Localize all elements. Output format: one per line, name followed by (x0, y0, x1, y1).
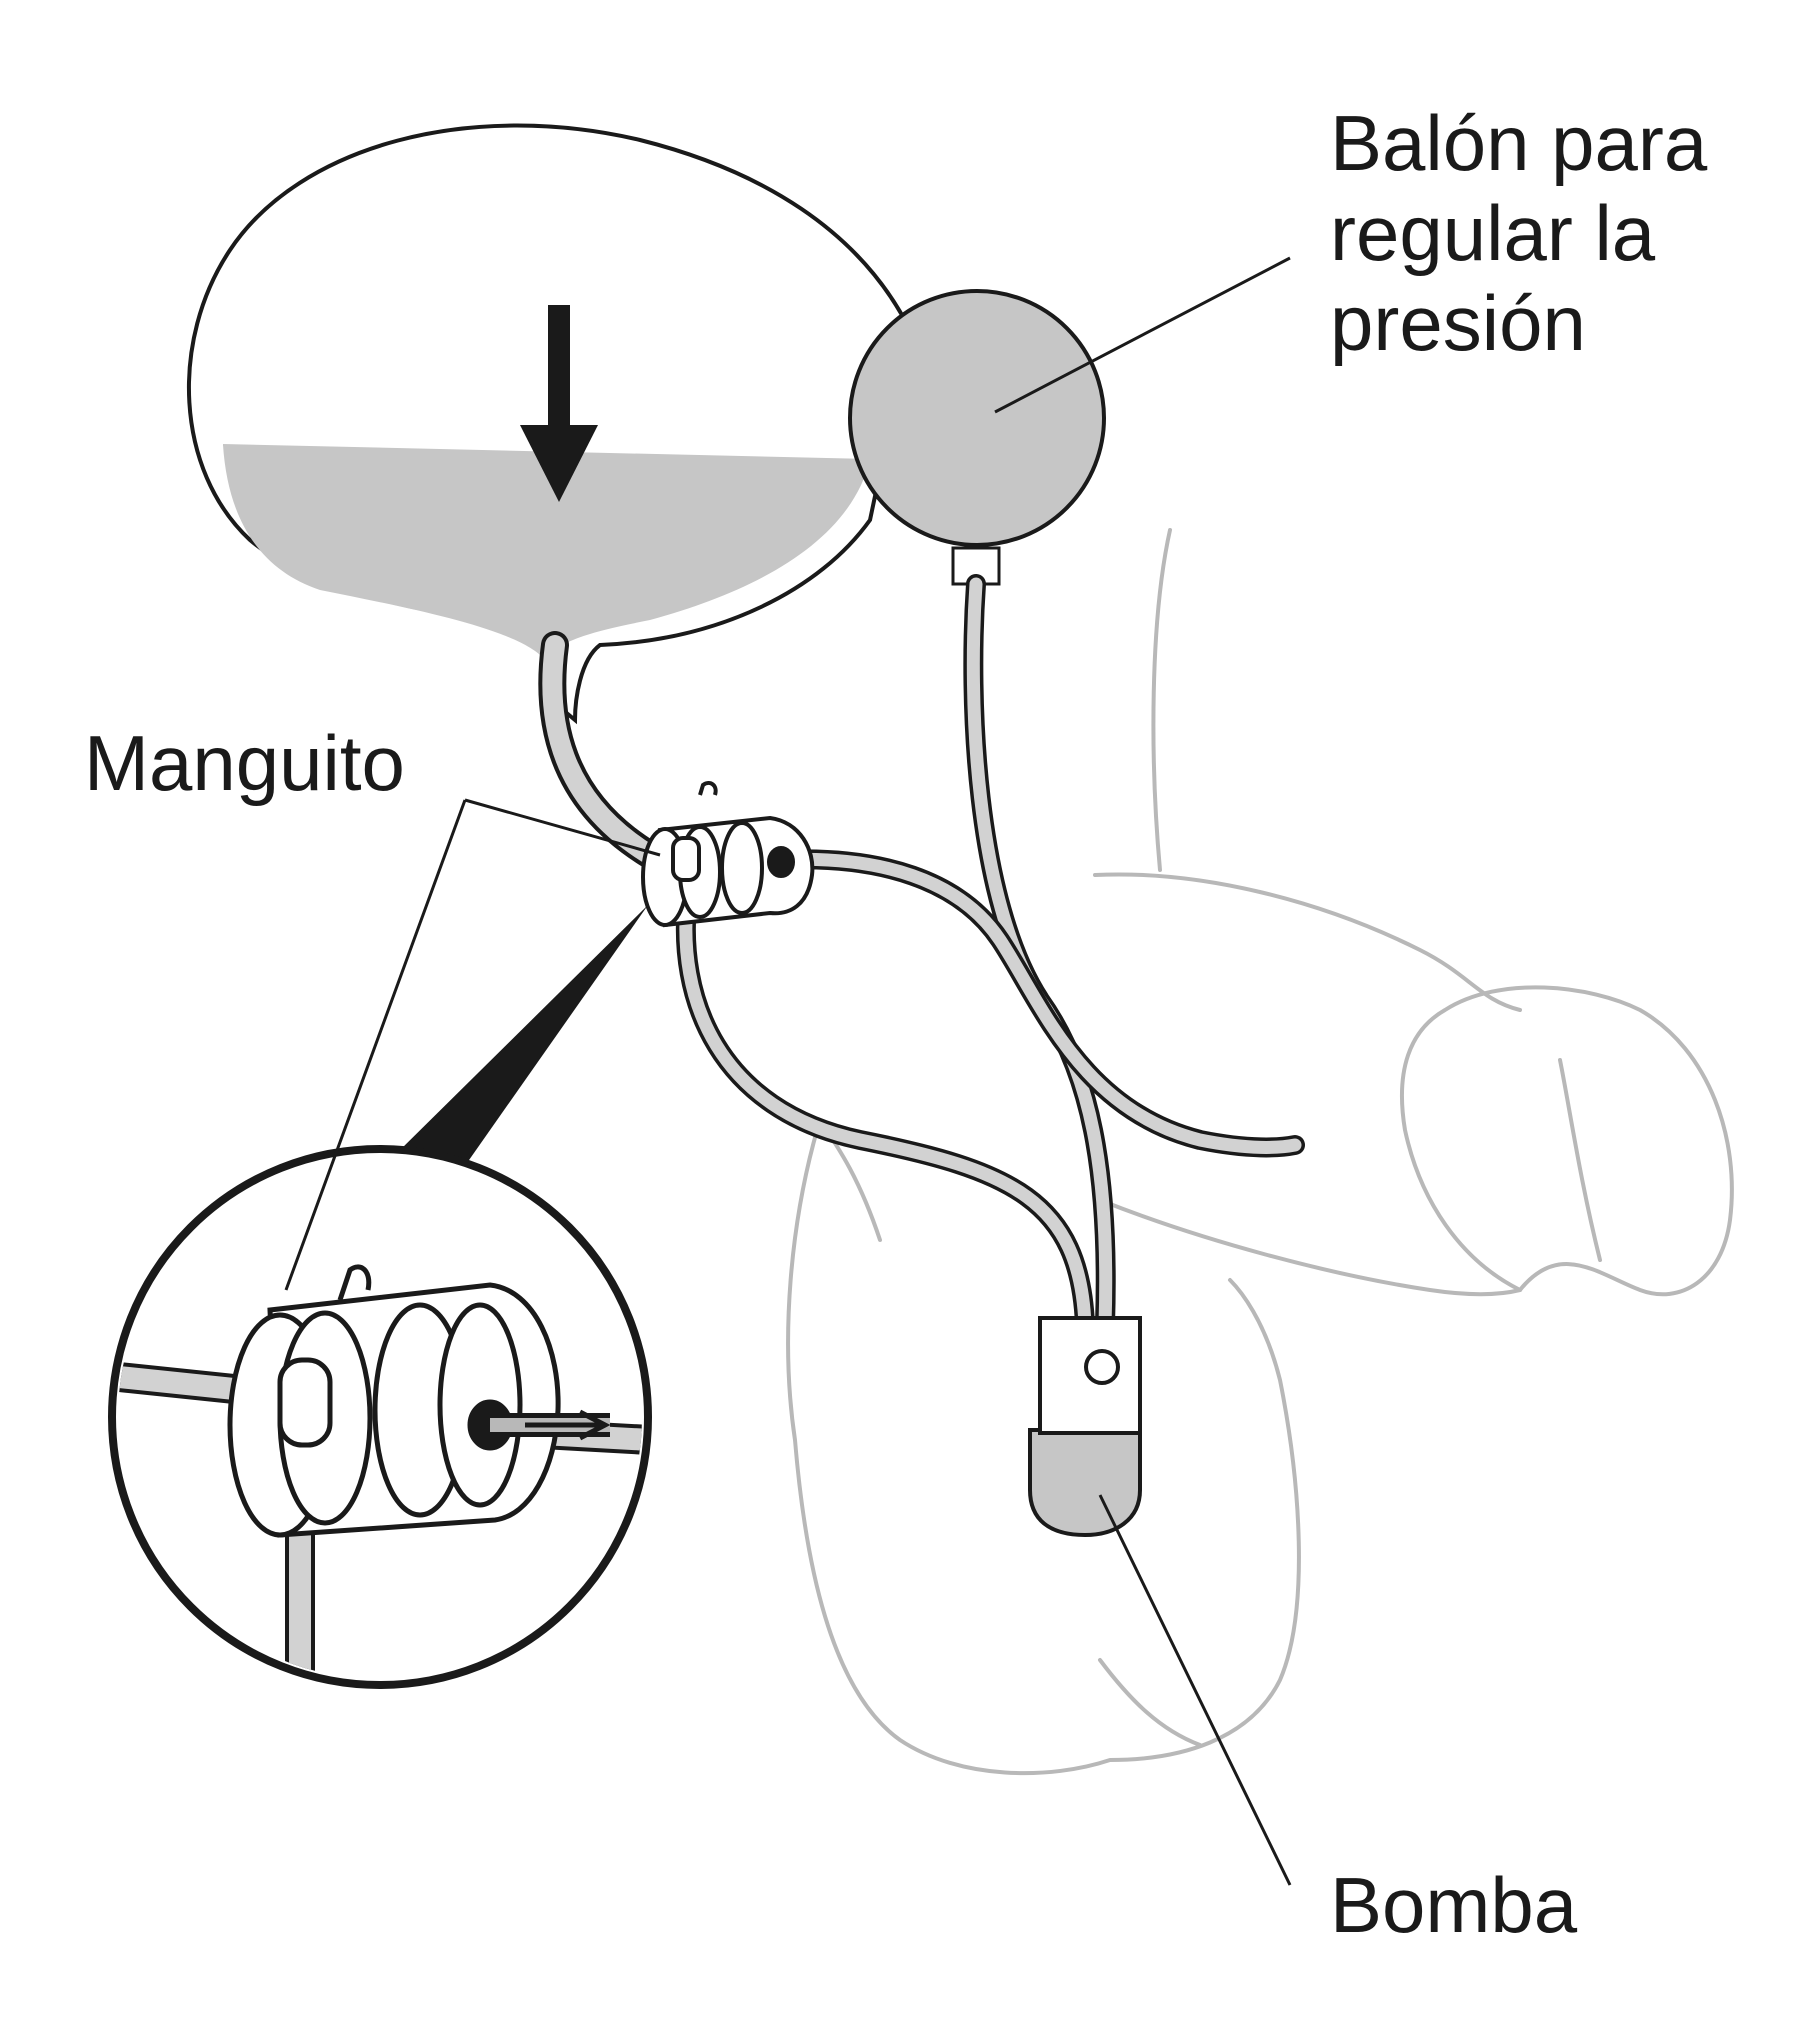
shaft-upper-outline (1093, 872, 1522, 1012)
bladder-fluid (223, 445, 870, 660)
scrotum-inner-line (1098, 1658, 1202, 1747)
pressure-balloon (848, 289, 1106, 586)
pump-top (1038, 1316, 1142, 1435)
shaft-lower-outline (1098, 1198, 1522, 1297)
balloon-label-line-3: presión (1330, 279, 1586, 367)
balloon-label: Balón para regular la presión (1330, 98, 1790, 368)
down-arrow-icon (520, 305, 598, 502)
leader-bomba (1098, 1494, 1292, 1886)
cuff-small (641, 781, 815, 928)
body-silhouette (786, 528, 1734, 1776)
balloon-label-line-2: regular la (1330, 189, 1656, 277)
magnifier-wedge (395, 905, 648, 1180)
tubing (675, 574, 1305, 1335)
flow-arrow-icon (525, 1409, 611, 1441)
pump-bulb (1028, 1428, 1142, 1538)
urethra-tube-inner (542, 635, 660, 865)
balloon-label-line-1: Balón para (1330, 99, 1708, 187)
leader-lines (284, 256, 1292, 1886)
leader-balon (994, 256, 1291, 414)
pump-button (1084, 1349, 1120, 1385)
magnified-inset (108, 1145, 652, 1689)
torso-outline (1151, 528, 1172, 872)
glans-outline (1400, 985, 1734, 1297)
leader-manguito-to-cuff (464, 798, 661, 857)
glans-ridge (1558, 1058, 1602, 1262)
scrotum-outline (786, 1118, 1301, 1776)
leader-manguito-to-inset (284, 799, 467, 1291)
pump (1028, 1316, 1142, 1538)
pump-label: Bomba (1330, 1861, 1578, 1949)
cuff-label: Manguito (84, 719, 405, 807)
